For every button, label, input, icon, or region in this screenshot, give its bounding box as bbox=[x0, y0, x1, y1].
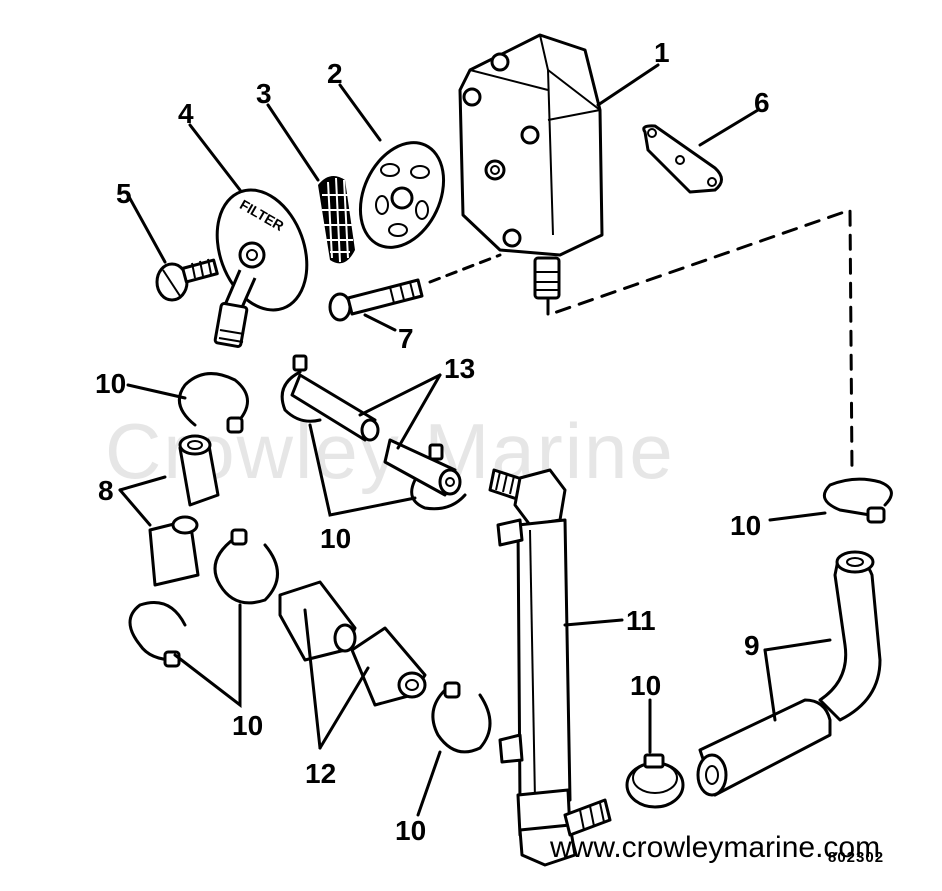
dashed-routing-line bbox=[546, 207, 854, 472]
formed-hose bbox=[696, 550, 882, 797]
tube-fitting-lower bbox=[383, 438, 467, 511]
callout-10-d: 10 bbox=[730, 510, 761, 541]
callout-6: 6 bbox=[754, 87, 770, 118]
diagram-code: 802302 bbox=[828, 849, 884, 866]
callout-5: 5 bbox=[116, 178, 132, 209]
leader-lines bbox=[118, 63, 832, 817]
callout-10-a: 10 bbox=[95, 368, 126, 399]
hose-clamp bbox=[177, 372, 249, 434]
gasket bbox=[642, 124, 723, 194]
mounting-bolt bbox=[328, 253, 502, 322]
fuel-tube-assembly bbox=[488, 468, 612, 867]
hose-section bbox=[350, 626, 427, 707]
filter-screen bbox=[318, 176, 355, 264]
hose-clamp bbox=[625, 753, 685, 809]
callout-8: 8 bbox=[98, 475, 114, 506]
callout-4: 4 bbox=[178, 98, 194, 129]
hose-clamp bbox=[822, 477, 893, 524]
callout-10-e: 10 bbox=[630, 670, 661, 701]
hose-clamp bbox=[213, 528, 279, 605]
callout-1: 1 bbox=[654, 37, 670, 68]
site-url: www.crowleymarine.com bbox=[549, 831, 880, 864]
callout-10-f: 10 bbox=[395, 815, 426, 846]
thumb-screw bbox=[155, 258, 219, 302]
callout-13: 13 bbox=[444, 353, 475, 384]
fuel-pump-body bbox=[458, 33, 604, 300]
callout-9: 9 bbox=[744, 630, 760, 661]
callout-12: 12 bbox=[305, 758, 336, 789]
hose-section bbox=[278, 580, 357, 662]
callout-2: 2 bbox=[327, 58, 343, 89]
short-hose bbox=[178, 434, 220, 507]
short-hose bbox=[148, 515, 200, 587]
callout-11: 11 bbox=[626, 605, 656, 636]
filter-plate bbox=[358, 141, 446, 249]
callout-7: 7 bbox=[398, 323, 414, 354]
filter-cover: FILTER bbox=[213, 188, 309, 348]
callout-10-b: 10 bbox=[320, 523, 351, 554]
tube-fitting-upper bbox=[280, 354, 380, 442]
hose-clamp bbox=[431, 681, 492, 754]
callout-10-c: 10 bbox=[232, 710, 263, 741]
callout-3: 3 bbox=[256, 78, 272, 109]
